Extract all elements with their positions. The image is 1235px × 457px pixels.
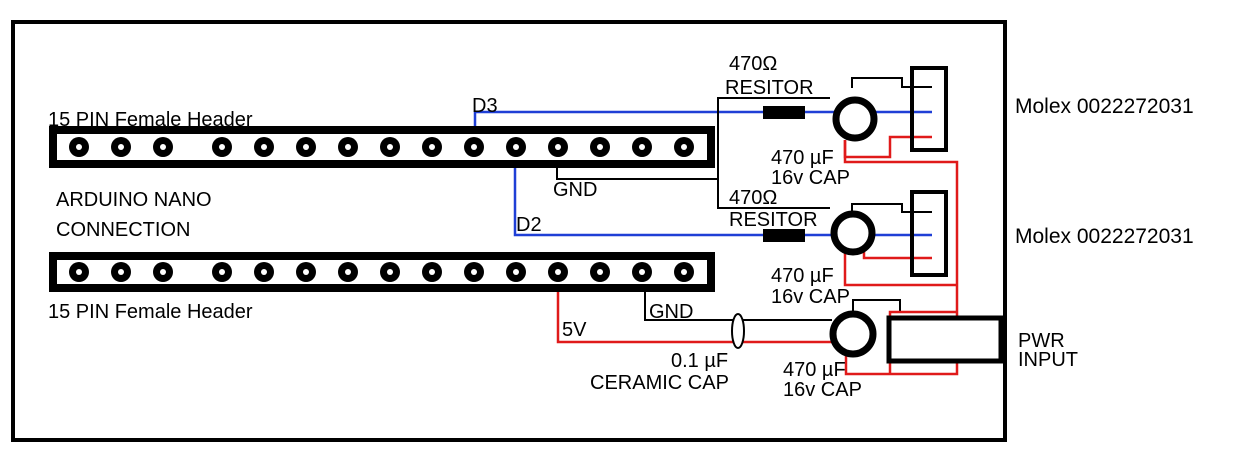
molex1-black-top [851,77,932,88]
pwr-red-bus [843,140,959,376]
cap2-red [843,252,957,287]
resistor-2-type: RESITOR [729,209,818,231]
header-bottom-pin-8-hole [387,269,393,275]
header-top-label: 15 PIN Female Header [48,109,253,131]
header-bottom-pin-7-hole [345,269,351,275]
capacitor-1 [832,96,878,142]
header-top-pin-1-hole [76,144,82,150]
pwr-input-line2: INPUT [1018,349,1078,371]
capacitor-2-rating: 16v CAP [771,286,850,308]
resistor-2-value: 470Ω [729,187,777,209]
header-top-pins [69,137,694,157]
header-top-pin-10-hole [471,144,477,150]
header-bottom-pins [69,262,694,282]
capacitor-3-rating: 16v CAP [783,379,862,401]
capacitor-1-rating: 16v CAP [771,167,850,189]
molex2-black-top [851,203,932,213]
header-top-pin-13-hole [597,144,603,150]
header-top-pin-7-hole [345,144,351,150]
capacitor-2-value: 470 µF [771,265,834,287]
header-bottom-pin-1-hole [76,269,82,275]
pwr-input-line1: PWR [1018,330,1065,352]
resistor-1-value: 470Ω [729,53,777,75]
cap3-black-top [852,299,901,312]
d2-label: D2 [516,214,542,236]
header-top-pin-15-hole [681,144,687,150]
ceramic-capacitor [731,313,745,349]
gnd-top-label: GND [553,179,597,201]
header-top-pin-9-hole [429,144,435,150]
pwr-input-jack [886,315,1004,364]
capacitor-1-value: 470 µF [771,147,834,169]
header-top-pin-14-hole [639,144,645,150]
header-bottom-pin-10-hole [471,269,477,275]
header-bottom-pin-3-hole [160,269,166,275]
board-outline [11,20,1007,442]
header-bottom [49,252,715,292]
header-top-pin-5-hole [261,144,267,150]
capacitor-3 [829,310,877,358]
header-top-pin-3-hole [160,144,166,150]
header-top-pin-2-hole [118,144,124,150]
resistor-1 [763,106,805,119]
resistor-1-type: RESITOR [725,77,814,99]
header-top-pin-11-hole [513,144,519,150]
capacitor-2 [830,210,876,256]
header-bottom-pin-15-hole [681,269,687,275]
header-bottom-pin-5-hole [261,269,267,275]
molex-1-label: Molex 0022272031 [1015,95,1194,118]
header-top-pin-4-hole [219,144,225,150]
molex-connector-1 [910,66,948,152]
header-top-pin-6-hole [303,144,309,150]
header-top-pin-12-hole [555,144,561,150]
header-bottom-pin-14-hole [639,269,645,275]
ceramic-cap-value: 0.1 µF [671,350,728,372]
header-top [49,126,715,168]
resistor-2 [763,229,805,242]
header-bottom-pin-2-hole [118,269,124,275]
header-bottom-pin-4-hole [219,269,225,275]
cap1-black-lead [717,97,830,179]
arduino-label-line2: CONNECTION [56,219,190,241]
molex2-red [862,250,932,260]
header-bottom-label: 15 PIN Female Header [48,301,253,323]
header-bottom-pin-12-hole [555,269,561,275]
header-bottom-pin-11-hole [513,269,519,275]
molex-connector-2 [910,190,948,277]
header-bottom-pin-9-hole [429,269,435,275]
header-bottom-pin-13-hole [597,269,603,275]
header-top-pin-8-hole [387,144,393,150]
molex-2-label: Molex 0022272031 [1015,225,1194,248]
5v-label: 5V [562,319,587,341]
capacitor-3-value: 470 µF [783,359,846,381]
ceramic-cap-type: CERAMIC CAP [590,372,729,394]
gnd-bottom-label: GND [649,301,693,323]
arduino-label-line1: ARDUINO NANO [56,189,212,211]
d3-label: D3 [472,95,498,117]
header-bottom-pin-6-hole [303,269,309,275]
